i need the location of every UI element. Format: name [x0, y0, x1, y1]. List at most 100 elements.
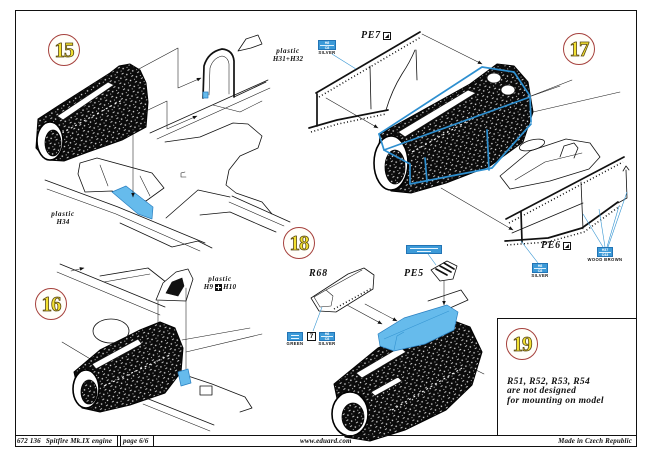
pe6-leg	[520, 211, 523, 243]
footer-page-number: page 6/6	[123, 437, 149, 445]
engine-exhaust-stubs	[103, 354, 171, 387]
material-text: plastic	[51, 210, 75, 218]
engine-drawing	[331, 317, 483, 442]
paint-leader-line	[312, 306, 323, 332]
illegible-paint-code	[410, 247, 438, 249]
engine-drawing	[72, 318, 184, 413]
footer-website: www.eduard.com	[300, 437, 352, 445]
part-numbers: H31+H32	[272, 54, 304, 63]
part-number-a: H9	[203, 282, 214, 291]
mr-color-code: C8	[321, 336, 333, 341]
bulkhead-blue-detail	[202, 91, 209, 99]
engine-cam-cover	[355, 346, 407, 379]
paint-code-box: H37 C43	[597, 247, 613, 257]
paint-callout-r68-green: GREEN	[285, 332, 305, 346]
highlighted-cover-detail	[383, 310, 450, 351]
step-17-badge: 17	[563, 33, 595, 65]
product-name: Spitfire Mk.IX engine	[45, 437, 113, 445]
note-line: R51, R52, R53, R54	[507, 377, 590, 387]
pe7-upper-rail	[315, 31, 421, 94]
pe7-upper-rail-rivets	[318, 36, 422, 98]
supercharger-intake	[500, 84, 516, 96]
highlighted-cover	[377, 304, 459, 352]
r68-part-underside	[333, 287, 373, 310]
pe6-hook	[622, 165, 630, 172]
part-label-h31-h32: plastic H31+H32	[271, 47, 305, 63]
material-text: plastic	[208, 275, 232, 283]
guide-line	[530, 79, 573, 97]
part-label-pe5: PE5	[404, 269, 424, 279]
gunze-code: H8	[537, 263, 543, 268]
paint-callout-pe6-silver: H8 C8 SILVER	[530, 263, 550, 278]
highlighted-part	[177, 368, 192, 387]
fuselage-upper-longeron	[156, 87, 271, 140]
fuselage-upper-line	[59, 263, 166, 308]
paint-name: SILVER	[318, 340, 336, 346]
part-label-pe6: PE6	[541, 241, 571, 251]
pe7-curved-member	[385, 49, 416, 111]
footer-divider	[117, 436, 118, 447]
guide-line	[421, 33, 483, 65]
step-number: 16	[41, 291, 62, 316]
pe6-lower-rail-teeth	[506, 205, 621, 246]
bend-icon	[562, 242, 571, 250]
paint-callout-pe5	[406, 245, 442, 254]
pe6-upper-rail	[505, 156, 625, 220]
guide-line	[346, 304, 383, 325]
gunze-code: H8	[324, 332, 330, 336]
fuselage-panel	[103, 273, 151, 283]
paint-leader-line	[520, 240, 539, 264]
assembly-symbol-icon	[214, 283, 222, 291]
step-15-illustration	[35, 34, 291, 252]
engine-reduction-gear	[44, 129, 62, 157]
footer-divider	[120, 436, 121, 447]
floor-detail-mark	[180, 171, 187, 178]
paint-name: WOOD BROWN	[587, 256, 623, 262]
paint-name: SILVER	[531, 272, 549, 278]
footer-origin: Made in Czech Republic	[558, 437, 632, 445]
engine-drawing	[35, 63, 149, 162]
guide-line	[364, 303, 398, 322]
supercharger-intake	[486, 72, 502, 84]
step-15-badge: 15	[48, 34, 80, 66]
step-16-badge: 16	[35, 288, 67, 320]
part-label-pe7: PE7	[361, 31, 391, 41]
illegible-paint-code	[291, 337, 299, 339]
intake-trunk-detail	[99, 164, 151, 197]
cowling-opening	[518, 138, 546, 152]
part-numbers: H9 H10	[199, 282, 241, 292]
bulkhead-side-line	[233, 81, 267, 98]
paint-leader-line	[607, 191, 628, 248]
fuselage-floor-outline	[164, 122, 273, 215]
floor-panel	[119, 222, 213, 249]
gunze-code: H37	[601, 247, 609, 252]
engine-drawing	[373, 63, 534, 194]
engine-cam-cover	[397, 89, 477, 138]
paint-code-box	[406, 245, 442, 254]
highlighted-part-h34	[111, 185, 154, 220]
pe7-frame-drawing	[308, 31, 422, 133]
pe6-leg	[580, 181, 584, 230]
mr-color-code: C8	[320, 44, 334, 50]
note-line: are not designed	[507, 386, 577, 397]
paint-callout-r68-silver: H8 C8 SILVER	[317, 332, 337, 346]
gunze-code: H8	[324, 40, 330, 45]
pe5-part	[430, 260, 458, 282]
pe7-lower-rail	[308, 109, 389, 129]
symbol-box: 7	[307, 332, 316, 341]
step-17-illustration	[308, 31, 630, 264]
bulkhead-h9-h10-cutout	[165, 277, 185, 297]
paint-code-box: H8 C8	[532, 263, 548, 273]
fuselage-nose-drawing	[499, 85, 621, 190]
guide-line	[136, 47, 202, 89]
mr-color-code: C43	[599, 251, 611, 257]
fuselage-upper-line	[532, 91, 621, 113]
paint-callout-pe6-wood-brown: H37 C43 WOOD BROWN	[585, 247, 625, 262]
lower-longeron	[142, 403, 211, 432]
fuselage-upper-line	[56, 271, 161, 316]
part-number: PE6	[541, 240, 561, 251]
part-label-h9-h10: plastic H9 H10	[199, 275, 241, 292]
pe6-middle-rail	[511, 202, 584, 234]
pe7-leg	[369, 65, 372, 110]
